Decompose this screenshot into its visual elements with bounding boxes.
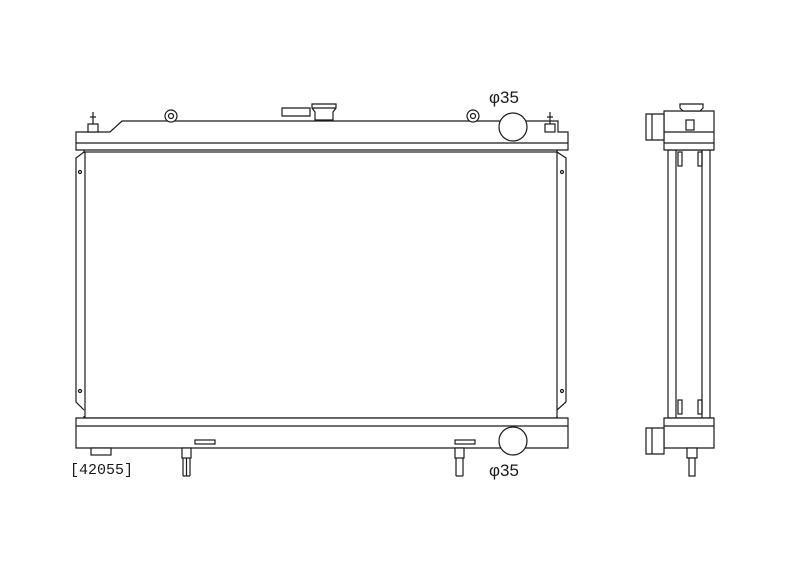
side-radiator-cap (679, 103, 704, 112)
radiator-cap (281, 103, 337, 121)
top-mount-pin-left (87, 112, 99, 133)
right-side-bracket (556, 151, 567, 411)
lower-outlet-pipe (498, 426, 528, 456)
drain-plug (90, 447, 112, 456)
side-core (667, 149, 711, 419)
top-boss-left (164, 109, 178, 123)
bottom-bracket-right (454, 439, 476, 445)
side-upper-outlet (645, 113, 665, 141)
part-number-label: [42055] (70, 462, 133, 479)
front-view: φ35 φ35 [42055] (70, 88, 569, 480)
outlet-diameter-top-label: φ35 (489, 88, 519, 107)
top-tank (75, 120, 569, 151)
upper-outlet-pipe (498, 112, 528, 142)
outlet-diameter-bottom-label: φ35 (489, 461, 519, 480)
top-mount-pin-right (544, 112, 556, 133)
side-view (645, 103, 715, 477)
left-side-bracket (75, 151, 85, 411)
radiator-core (84, 151, 558, 419)
bottom-mount-pin-left (181, 447, 192, 477)
bottom-bracket-left (194, 439, 216, 445)
bottom-mount-pin-right (454, 447, 465, 477)
side-lower-outlet (645, 427, 665, 455)
side-bottom-tank (663, 417, 715, 449)
bottom-tank (75, 417, 569, 449)
side-bottom-mount-pin (686, 447, 698, 477)
top-boss-right (466, 109, 480, 123)
